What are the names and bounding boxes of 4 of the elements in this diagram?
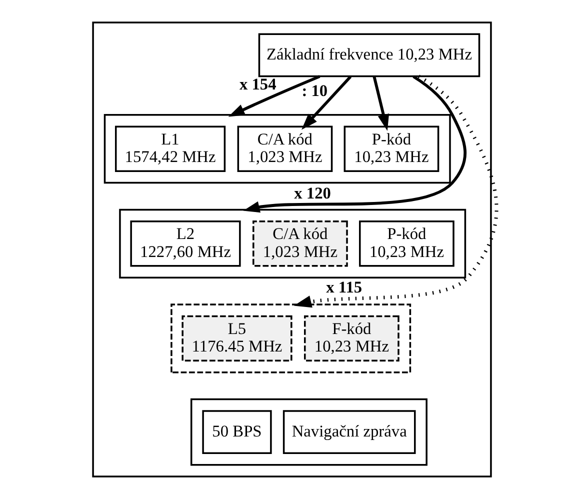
edge-label: : 10 [302, 81, 328, 100]
edge-label: x 115 [326, 278, 362, 297]
edge-label: x 120 [294, 184, 332, 203]
edge-label: x 154 [239, 74, 276, 94]
